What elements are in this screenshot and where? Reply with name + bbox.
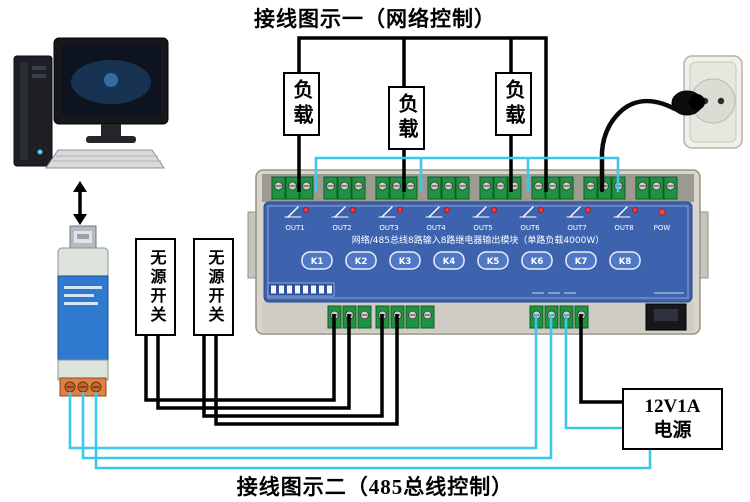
button-k5-label: K5: [487, 257, 500, 267]
wire-switch1-a: [144, 314, 336, 402]
converter-top-cap: [57, 247, 109, 279]
power-plug-head: [689, 94, 705, 110]
out4-label: OUT4: [426, 224, 446, 232]
wires-signal: [68, 156, 652, 470]
out6-label: OUT6: [520, 224, 540, 232]
out3-label: OUT3: [379, 224, 398, 232]
diagram-title-bottom: 接线图示二（485总线控制）: [236, 475, 514, 499]
button-k1-label: K1: [311, 257, 324, 267]
power-led: [658, 208, 666, 216]
button-k7-label: K7: [575, 257, 588, 267]
wire-load-bus: [297, 36, 548, 192]
converter-label-line: [64, 286, 102, 289]
out7-led: [585, 207, 591, 213]
screen-logo: [104, 73, 118, 87]
out1-label: OUT1: [285, 224, 304, 232]
psu-box: 12V1A 电源: [622, 388, 723, 450]
wall-socket: [599, 55, 743, 193]
wire-switch2-a: [202, 314, 384, 418]
usb-link-arrow: [73, 181, 87, 225]
socket-hole: [717, 97, 725, 105]
converter-label-line: [64, 294, 94, 297]
button-k3: [389, 251, 421, 270]
load-box-1: 负载: [283, 72, 320, 136]
out7-label: OUT7: [567, 224, 586, 232]
button-k2-label: K2: [355, 257, 368, 267]
pc-tower-accent: [20, 62, 28, 160]
button-k5: [477, 251, 509, 270]
wire-485-a: [68, 314, 538, 450]
pc-power-light: [37, 149, 43, 155]
button-k6-label: K6: [531, 257, 544, 267]
load-box-2: 负载: [388, 86, 425, 150]
panel-inner-border: [267, 205, 689, 299]
module-title: 网络/485总线8路输入8路继电器输出模块（单路负载4000W）: [352, 234, 604, 246]
psu-voltage: 12V1A: [644, 396, 701, 418]
button-k2: [345, 251, 377, 270]
wire-psu-signal: [564, 314, 624, 430]
wire-485-b: [81, 314, 553, 460]
monitor-base: [86, 136, 136, 143]
relay-module: OUT1 OUT2 OUT3 OUT4 OUT5 OUT6 OUT7 OUT8: [247, 169, 709, 335]
arrow-head-up: [73, 181, 87, 192]
button-k8-label: K8: [619, 257, 632, 267]
out2-label: OUT2: [332, 224, 351, 232]
power-led-label: POW: [654, 224, 671, 232]
pc-drive-slot: [32, 66, 46, 70]
out3-led: [397, 207, 403, 213]
button-k7: [565, 251, 597, 270]
wire-psu-positive: [579, 314, 624, 404]
button-k3-label: K3: [399, 257, 412, 267]
pc-tower: [13, 55, 53, 167]
out8-label: OUT8: [614, 224, 633, 232]
out2-led: [350, 207, 356, 213]
button-k8: [609, 251, 641, 270]
out6-led: [538, 207, 544, 213]
keyboard: [45, 149, 165, 169]
button-k4-label: K4: [443, 257, 456, 267]
wire-common-bus: [314, 156, 620, 192]
converter-label-line: [64, 302, 98, 305]
out5-label: OUT5: [473, 224, 492, 232]
pc-drive-slot: [32, 74, 46, 78]
computer: [13, 37, 169, 169]
wire-switch2-b: [214, 314, 399, 426]
out1-led: [303, 207, 309, 213]
wire-switch1-b: [156, 314, 351, 410]
module-front-panel: [263, 201, 693, 303]
usb-485-converter: [57, 225, 109, 397]
usb-plug-slot: [77, 234, 89, 239]
load-box-3: 负载: [495, 72, 532, 136]
arrow-head-down: [73, 214, 87, 225]
psu-label: 电源: [653, 420, 692, 441]
power-cord: [599, 98, 678, 193]
diagram-title-top: 接线图示一（网络控制）: [254, 7, 496, 31]
button-k4: [433, 251, 465, 270]
out5-led: [491, 207, 497, 213]
passive-switch-box-1: 无源开关: [135, 238, 176, 336]
button-k1: [301, 251, 333, 270]
button-k6: [521, 251, 553, 270]
passive-switch-box-2: 无源开关: [193, 238, 234, 336]
dip-switch-strip: [267, 282, 335, 297]
monitor-stand: [101, 124, 121, 136]
converter-bottom-cap: [57, 359, 109, 381]
module-bottom-face: [262, 302, 694, 332]
module-buttons: K1 K2 K3 K4 K5 K6 K7 K8: [301, 251, 641, 270]
out8-led: [632, 207, 638, 213]
ethernet-port: [645, 303, 687, 331]
wires-live: [144, 36, 624, 426]
out4-led: [444, 207, 450, 213]
wire-485-gnd: [94, 392, 652, 470]
module-output-indicators: OUT1 OUT2 OUT3 OUT4 OUT5 OUT6 OUT7 OUT8: [284, 206, 671, 232]
